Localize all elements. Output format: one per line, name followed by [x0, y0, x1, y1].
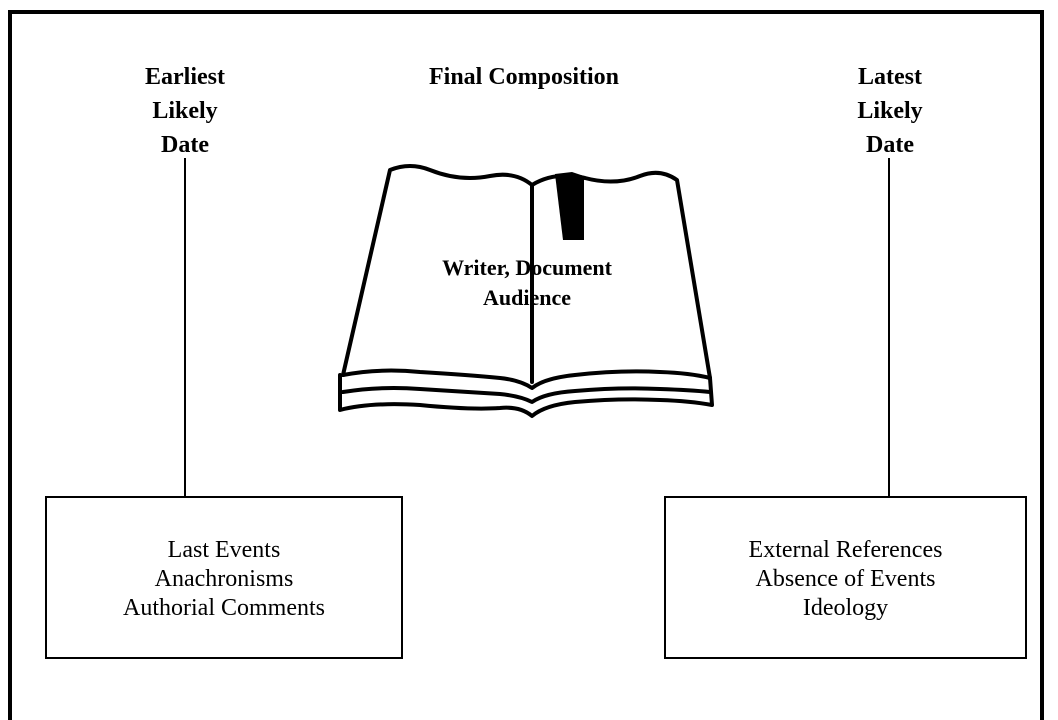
latest-date-heading: Latest Likely Date	[857, 64, 923, 158]
book-caption-line: Writer, Document	[442, 255, 612, 280]
earliest-item: Last Events	[167, 537, 281, 563]
earliest-date-heading: Earliest Likely Date	[145, 64, 225, 158]
latest-evidence-box: External References Absence of Events Id…	[664, 496, 1027, 659]
earliest-item: Anachronisms	[154, 566, 294, 592]
latest-item: Ideology	[802, 595, 889, 621]
latest-connector-line	[888, 158, 890, 497]
earliest-item: Authorial Comments	[123, 595, 325, 621]
book-caption: Writer, Document Audience	[392, 253, 662, 313]
latest-item: External References	[748, 537, 943, 563]
latest-evidence-list: External References Absence of Events Id…	[666, 536, 1025, 623]
latest-item: Absence of Events	[755, 566, 936, 592]
diagram-frame	[8, 10, 1044, 720]
book-caption-line: Audience	[483, 285, 571, 310]
earliest-evidence-box: Last Events Anachronisms Authorial Comme…	[45, 496, 403, 659]
earliest-connector-line	[184, 158, 186, 497]
final-composition-heading: Final Composition	[428, 64, 620, 90]
earliest-evidence-list: Last Events Anachronisms Authorial Comme…	[47, 536, 401, 623]
